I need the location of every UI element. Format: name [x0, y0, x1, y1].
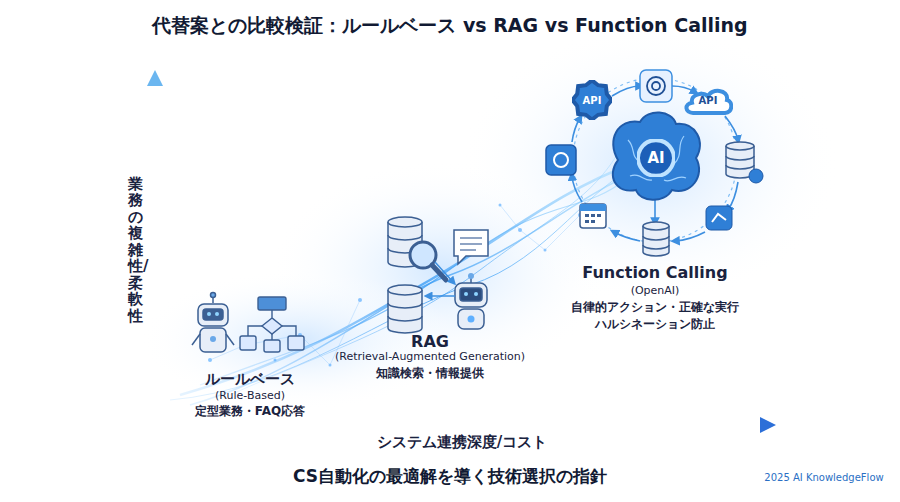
api-gear-icon: API [572, 80, 612, 120]
caption: CS自動化の最適解を導く技術選択の指針 [293, 466, 607, 486]
tech-subtitle: (OpenAI) [631, 284, 680, 297]
tech-name: RAG [411, 332, 449, 351]
api-cloud-icon: API [683, 83, 733, 117]
tech-subtitle: (Retrieval-Augmented Generation) [335, 350, 525, 363]
tech-subtitle: (Rule-Based) [215, 389, 285, 402]
node-text: AI [647, 149, 664, 167]
y-axis-label: 業務の複雑性/柔軟性 [128, 176, 143, 325]
title: 代替案との比較検証：ルールベース vs RAG vs Function Call… [152, 14, 747, 37]
tech-description: 知識検索・情報提供 [376, 366, 484, 380]
node-text: API [699, 95, 718, 106]
tech-description: 自律的アクション・正確な実行 [571, 300, 739, 314]
ai-core-circle: AI [637, 139, 675, 177]
tech-description: 定型業務・FAQ応答 [195, 404, 305, 418]
watermark: 2025 AI KnowledgeFlow [764, 472, 883, 484]
tech-description: ハルシネーション防止 [595, 317, 715, 331]
tech-name: Function Calling [582, 263, 727, 282]
tech-name: ルールベース [205, 370, 295, 388]
node-text: API [583, 95, 602, 106]
x-axis-label: システム連携深度/コスト [377, 433, 547, 451]
